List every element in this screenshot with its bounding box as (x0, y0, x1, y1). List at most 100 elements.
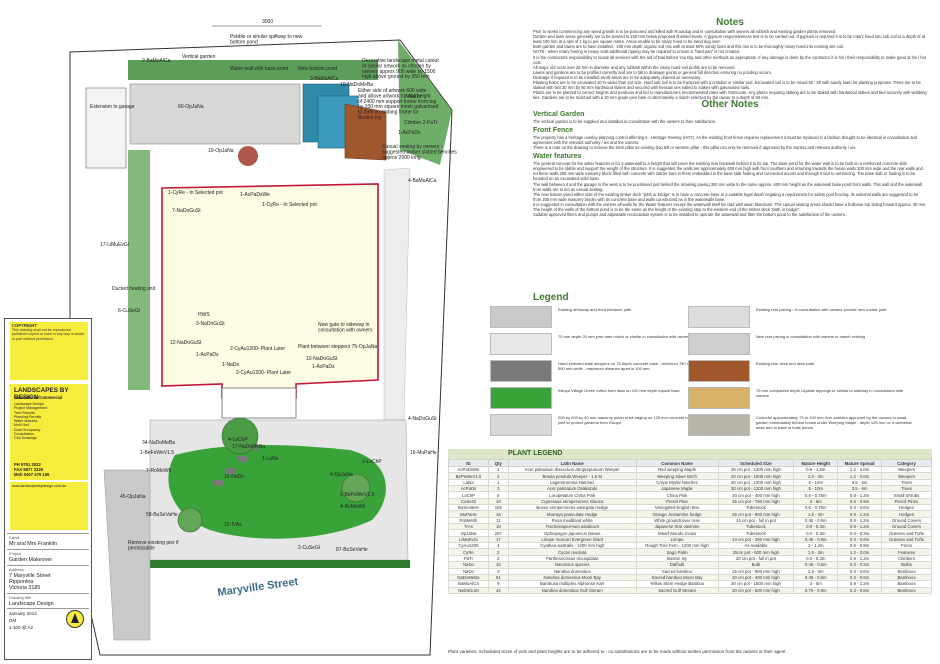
note-paragraph: Garden and lawn areas generally are to b… (533, 34, 926, 45)
project-name: Garden Makeover (9, 557, 53, 563)
plant-legend-cell: AcPaDs (448, 485, 489, 493)
legend-item: 75 mm compacted depth Lilydale toppings … (688, 387, 916, 409)
plant-legend-cell: 30 cm pot - 1200 mm high (717, 465, 795, 474)
legend-text: 75 mm depth 20 mm pine bark mulch or sim… (558, 334, 691, 339)
drawing-title: Landscape Design (9, 601, 54, 607)
address-line1: 7 Maryville Street (9, 573, 51, 579)
legend-swatch (688, 306, 750, 328)
tree-canopy (177, 507, 203, 533)
plant-legend-cell: Small Shrubs (881, 491, 932, 499)
legend-text: Hand selected slate steppers on 75 depth… (558, 361, 711, 371)
plant-legend-cell: 30 cm pot - 1500 mm high (717, 472, 795, 480)
note-paragraph: All major old roots over 25 mm in diamet… (533, 64, 736, 70)
drawing-label: Drawing title (9, 595, 32, 600)
note-paragraph: Lawns and gardens are to be profiled cor… (533, 69, 772, 75)
service-item: Water features (14, 419, 38, 424)
note-paragraph: Drainage if required is to be installed … (533, 74, 702, 80)
plant-legend-cell: 0.75 - 0.9m (793, 586, 839, 594)
note-paragraph: NOTE - when rotary hoeing in heavy soils… (533, 49, 741, 55)
project-label: Project (9, 551, 22, 556)
plan-label: 17-LiMuEvGi (100, 242, 129, 248)
plan-label: 87-BuSeVaHe (336, 547, 368, 553)
front-porch (221, 387, 297, 419)
plant-legend-header-cell: ID (448, 459, 489, 467)
water-features-text: The general concept for the water featur… (533, 161, 927, 217)
phone: PH 9751 2022 (14, 462, 41, 467)
plan-label: 2-CyAu1200- Plant Later (236, 370, 291, 376)
plant-legend-cell: Weeping Silver Birch (635, 472, 719, 480)
plan-label: Climber 2-PaTr (404, 120, 438, 126)
plan-label: Vertical garden (182, 54, 216, 60)
legend-swatch (490, 360, 552, 382)
plan-label: 1-CyRe - In Selected pot (262, 202, 317, 208)
tb-divider (7, 549, 89, 550)
plant-legend-cell: China Pink (635, 491, 719, 499)
plan-label: 2-CyAu1200- Plant Later (230, 346, 285, 352)
tb-divider (7, 565, 89, 566)
front-fence-title: Front Fence (533, 126, 574, 134)
plant-legend-cell: Bamboos (881, 586, 932, 594)
copyright-box: COPYRIGHT This drawing shall not be repr… (10, 322, 88, 380)
plan-label: 1-BePeWeV1.5 (340, 492, 375, 498)
plant-legend-cell: Weepers (881, 472, 932, 480)
plant-legend-cell: 0.3 - 0.6m (837, 586, 883, 594)
plant-legend-cell: 25 cm pot - 750 mm high (717, 497, 795, 506)
note-paragraph: Plants are to be planted to correct heig… (533, 90, 927, 101)
fax: FAX 9877 3226 (14, 467, 44, 472)
mobile: Mob 0407 479 165 (14, 472, 50, 477)
drawing-date: January 2014 (9, 611, 37, 616)
other-notes-title: Other Notes (701, 99, 759, 111)
front-lawn (168, 445, 386, 539)
rear-deck (344, 103, 387, 161)
rear-paving (129, 83, 301, 145)
plan-label: 1-NaDo (222, 362, 239, 368)
plant-legend-header-cell: Mature Spread (837, 459, 883, 467)
plant-legend-cell: 5 - 10m (793, 485, 839, 493)
note-paragraph: Both garden and lawns are to have instal… (533, 44, 845, 50)
address-line3: Victoria 3185 (9, 585, 41, 591)
plant-legend-header-cell: Mature Height (793, 459, 839, 467)
plant-legend-cell: 30 cm pot - 1200 mm high (717, 485, 795, 493)
plant-legend-title: PLANT LEGEND (448, 449, 932, 459)
dimension-label: 3000 (262, 19, 273, 25)
company-logo-box: LANDSCAPES BY DESIGN Domestic & Commerci… (10, 384, 88, 480)
plant-legend-cell: 1.5 - 3m (793, 472, 839, 480)
plant-legend-cell: 8 - 10m (793, 478, 839, 487)
legend-swatch (490, 414, 552, 436)
plan-label: Extension to garage (90, 104, 135, 110)
plan-label: 17-NaDoMeBa (232, 444, 265, 450)
side-garden-left (128, 150, 150, 390)
plant-legend-cell: Crepe Myrtle Natchez (635, 478, 719, 487)
service-item: Multi Unit (14, 423, 29, 428)
plan-label: 4-OpJaNa (330, 472, 353, 478)
plan-label: 2-NaDo (404, 94, 421, 100)
service-item: Tree Reports (14, 410, 35, 415)
side-garden-right (398, 40, 452, 165)
legend-swatch (688, 360, 750, 382)
plant-legend-cell: BuSeVaHe (448, 504, 489, 512)
plant-legend-cell: Pencil Pine (635, 497, 719, 506)
plant-legend-footer: Plant varieties, Scheduled Sizes of pots… (448, 649, 786, 654)
service-item: Landscape Design (14, 402, 44, 406)
north-arrow-icon (66, 610, 84, 628)
phone-block: PH 9751 2022 FAX 9877 3226 Mob 0407 479 … (14, 462, 49, 477)
plan-label: 1-CyRe - In Selected pot (168, 190, 223, 196)
legend-item: 200 by 200 by 40 mm masonry paver brick … (490, 414, 718, 436)
plan-label: 58-BuSeVaHe (146, 512, 178, 518)
plan-label: 1-AcPaDs (196, 352, 219, 358)
plan-label: 1-AcPaDs (312, 364, 335, 370)
note-paragraph: Prior to works commencing any weed growt… (533, 29, 837, 35)
legend-swatch (490, 306, 552, 328)
legend-item: Existing driveway and front entrance pat… (490, 306, 718, 328)
service-item: Civil Drawings (14, 436, 37, 441)
